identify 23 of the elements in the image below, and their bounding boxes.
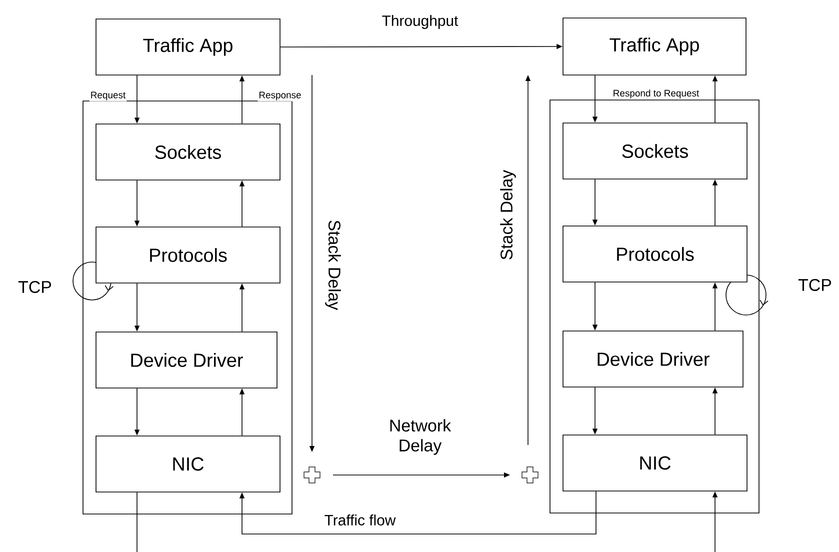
layer-box: NIC — [96, 436, 280, 492]
layer-box: Sockets — [96, 124, 280, 180]
text-label: Network Delay — [390, 419, 452, 455]
layer-box: NIC — [562, 434, 748, 492]
text-label: TCP — [18, 281, 52, 293]
text-label: Stack Delay — [325, 220, 341, 310]
text-label: TCP — [798, 279, 832, 291]
edge-label: Request — [89, 90, 127, 102]
layer-box: Device Driver — [96, 332, 278, 388]
edge-label: Throughput — [380, 14, 460, 30]
text-label: Stack Delay — [500, 170, 516, 260]
layer-box: Device Driver — [562, 330, 744, 388]
edge-label: Response — [258, 90, 302, 102]
arrow — [239, 490, 596, 534]
stack-frame — [550, 100, 760, 514]
layer-box: Protocols — [96, 226, 280, 284]
layer-box: Protocols — [562, 226, 748, 282]
stack-frame — [82, 100, 292, 514]
app-box: Traffic App — [562, 18, 746, 76]
app-box: Traffic App — [96, 18, 280, 76]
layer-box: Sockets — [562, 122, 748, 180]
edge-label: Respond to Request — [612, 88, 700, 100]
edge-label: Traffic flow — [323, 514, 397, 526]
